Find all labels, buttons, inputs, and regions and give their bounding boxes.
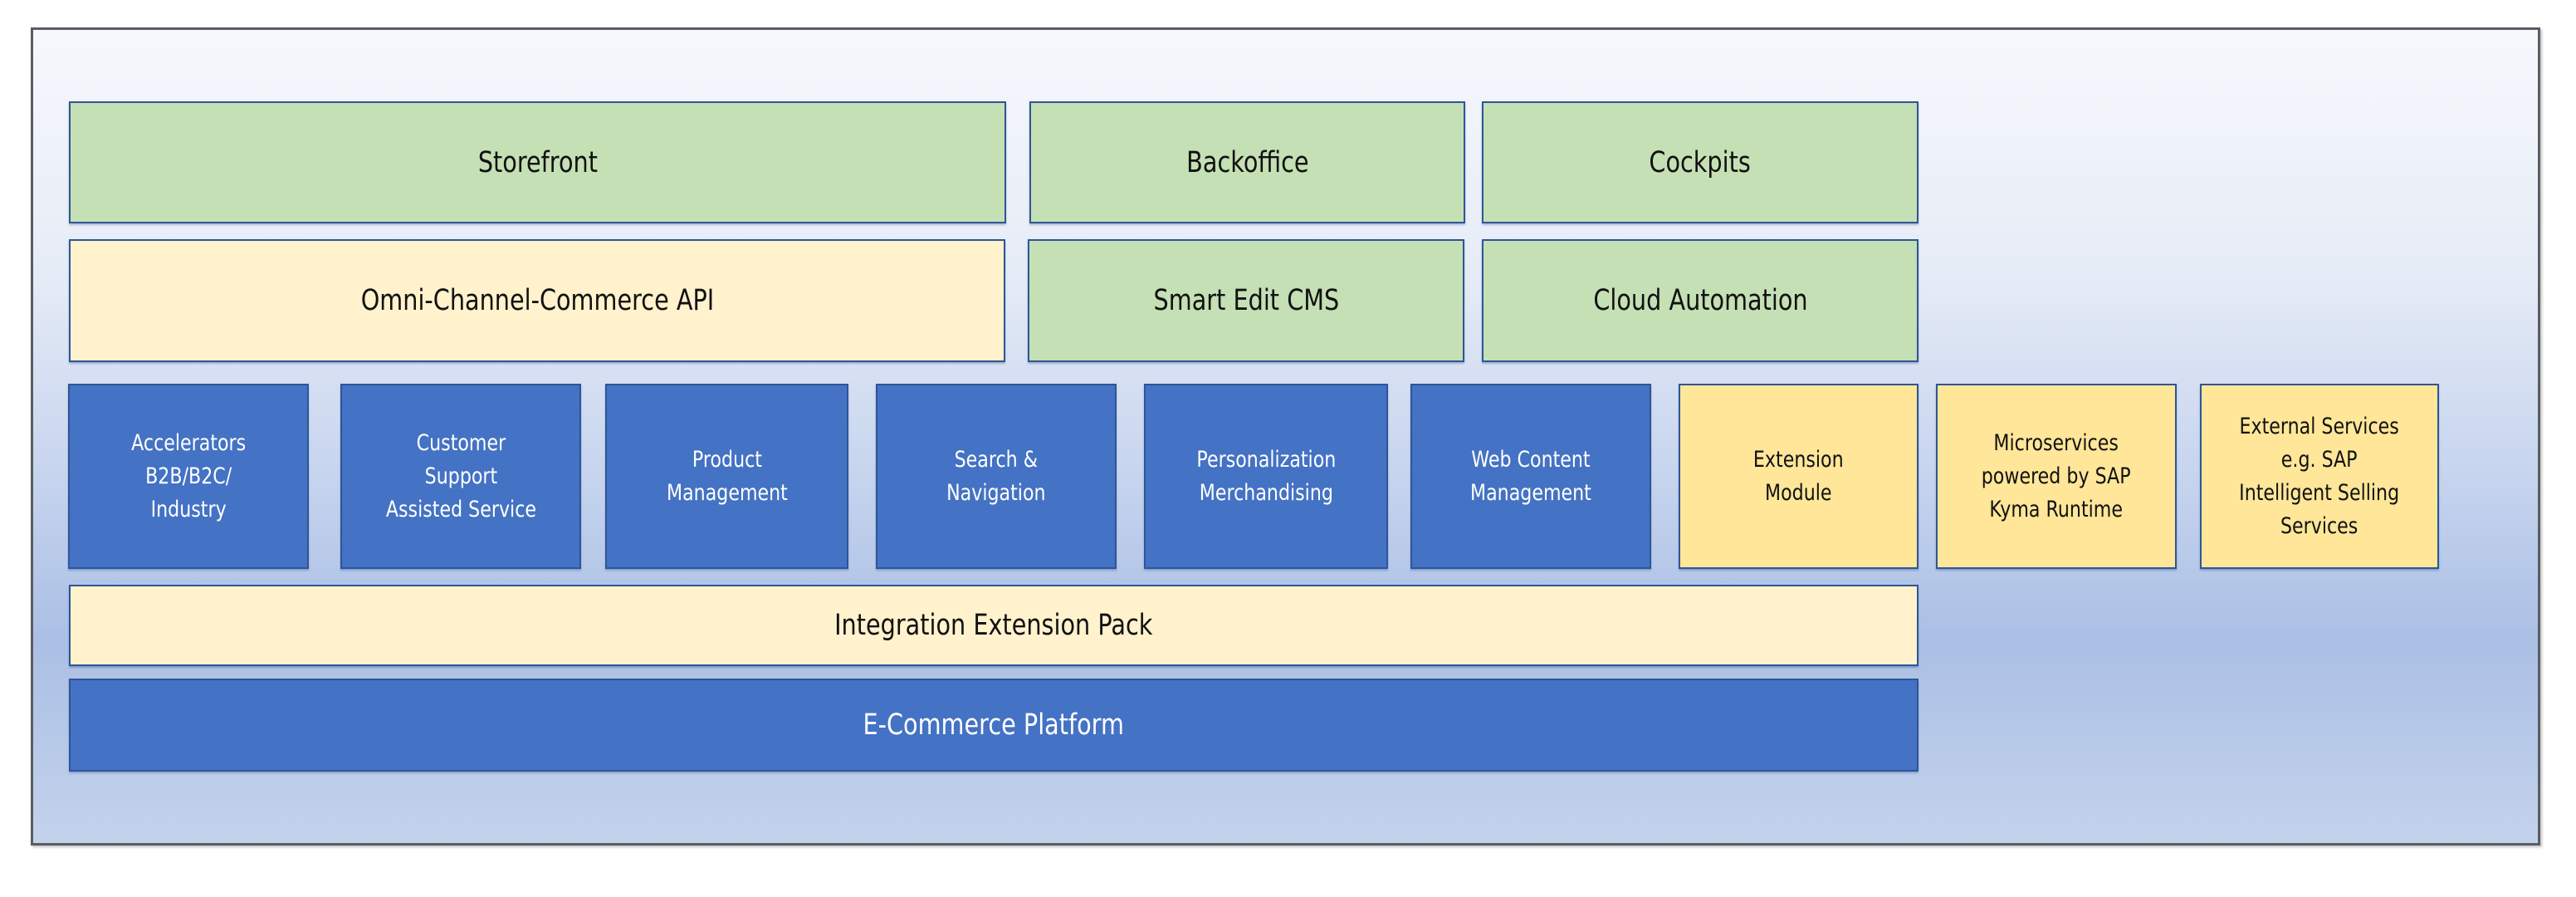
omni-channel-api-block: Omni-Channel-Commerce API (69, 239, 1005, 362)
external-services-block: External Services e.g. SAP Intelligent S… (2200, 384, 2439, 569)
extension-module-block: Extension Module (1679, 384, 1919, 569)
module-web-content-management: Web Content Management (1410, 384, 1651, 569)
ecommerce-platform-label: E-Commerce Platform (863, 708, 1125, 742)
microservices-kyma-block: Microservices powered by SAP Kyma Runtim… (1936, 384, 2177, 569)
omni-channel-api-label: Omni-Channel-Commerce API (360, 284, 714, 317)
integration-extension-pack-label: Integration Extension Pack (834, 609, 1153, 642)
module-web-content-management-label: Web Content Management (1470, 446, 1591, 506)
backoffice-label: Backoffice (1185, 145, 1309, 179)
module-customer-support: Customer Support Assisted Service (340, 384, 581, 569)
module-search-navigation-label: Search & Navigation (946, 446, 1046, 506)
extension-module-label: Extension Module (1753, 446, 1844, 506)
module-product-management: Product Management (605, 384, 848, 569)
module-accelerators-label: Accelerators B2B/B2C/ Industry (130, 429, 247, 522)
ecommerce-platform-block: E-Commerce Platform (69, 679, 1919, 772)
cloud-automation-label: Cloud Automation (1592, 284, 1808, 317)
module-product-management-label: Product Management (666, 446, 788, 506)
smart-edit-cms-label: Smart Edit CMS (1153, 284, 1339, 317)
storefront-label: Storefront (477, 145, 598, 179)
cloud-automation-block: Cloud Automation (1482, 239, 1919, 362)
backoffice-block: Backoffice (1029, 101, 1465, 223)
external-services-label: External Services e.g. SAP Intelligent S… (2239, 413, 2400, 539)
microservices-kyma-label: Microservices powered by SAP Kyma Runtim… (1982, 429, 2131, 522)
cockpits-label: Cockpits (1649, 145, 1752, 179)
smart-edit-cms-block: Smart Edit CMS (1028, 239, 1464, 362)
module-accelerators: Accelerators B2B/B2C/ Industry (68, 384, 309, 569)
module-customer-support-label: Customer Support Assisted Service (385, 429, 536, 522)
module-search-navigation: Search & Navigation (876, 384, 1117, 569)
module-personalization-label: Personalization Merchandising (1196, 446, 1336, 506)
cockpits-block: Cockpits (1482, 101, 1919, 223)
module-personalization: Personalization Merchandising (1144, 384, 1388, 569)
storefront-block: Storefront (69, 101, 1006, 223)
integration-extension-pack-block: Integration Extension Pack (69, 585, 1919, 666)
